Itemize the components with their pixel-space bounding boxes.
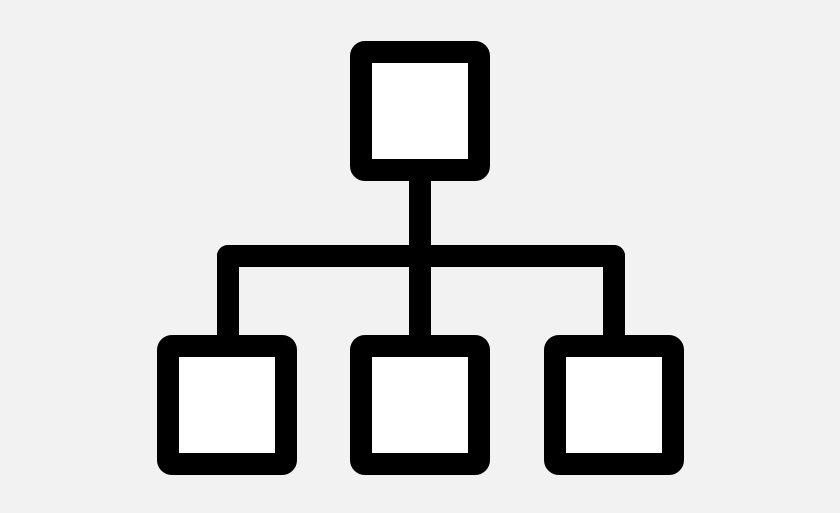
child-left-node-box xyxy=(157,335,297,475)
nodes xyxy=(157,41,684,475)
connectors xyxy=(217,164,625,357)
child-middle-node-box xyxy=(350,335,490,475)
child-right-node-box xyxy=(544,335,684,475)
root-node-box xyxy=(350,41,490,181)
